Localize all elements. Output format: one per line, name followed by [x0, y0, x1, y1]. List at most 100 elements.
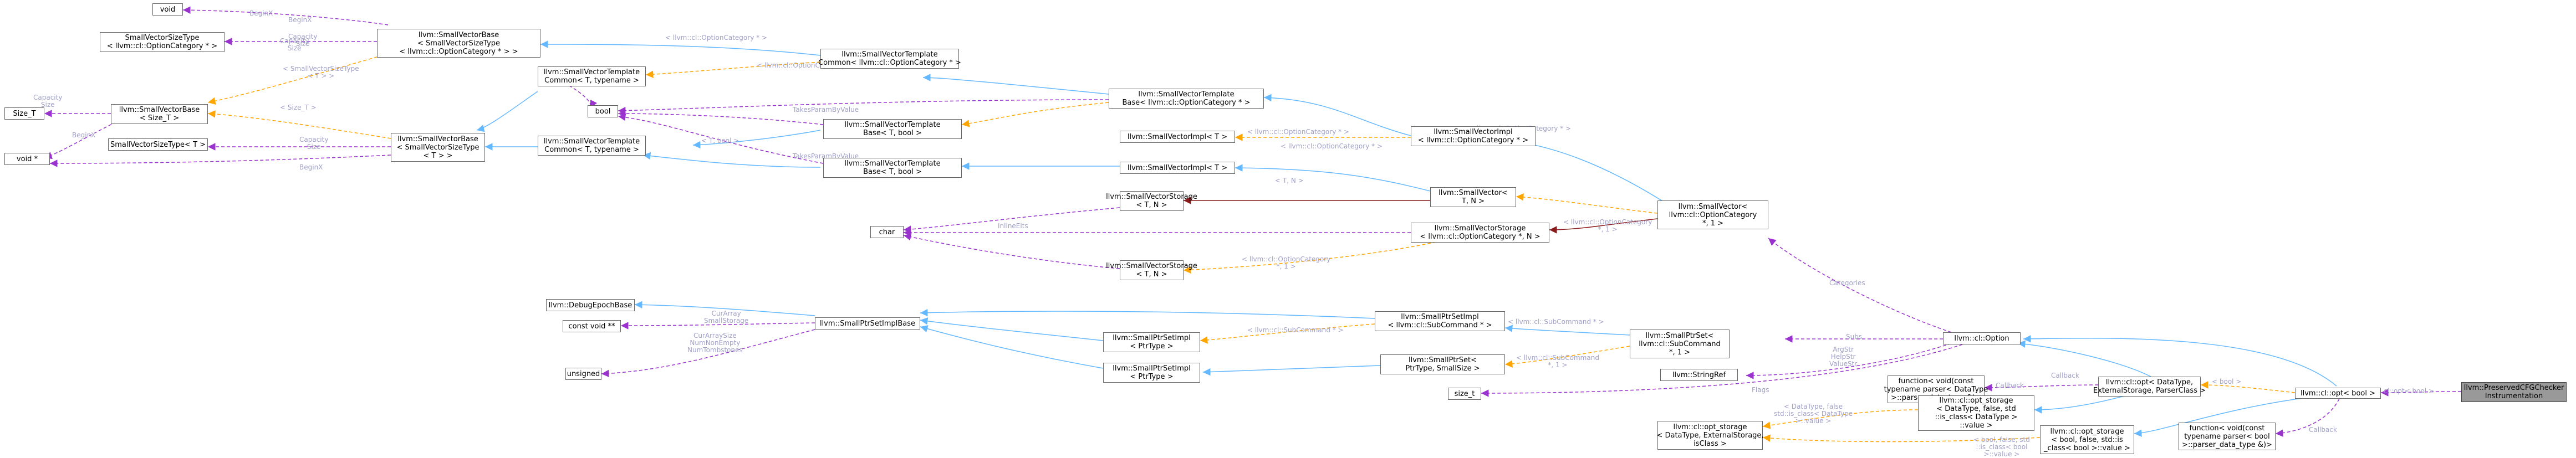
node-option[interactable]: llvm::cl::Option	[1943, 332, 2021, 344]
edge-svtb-optcat-bool	[618, 99, 1109, 115]
node-svbase-svst-optcat[interactable]: llvm::SmallVectorBase< SmallVectorSizeTy…	[377, 29, 540, 58]
edge-label-svcat-svsvtc: < llvm::cl::OptionCategory * >	[1281, 142, 1383, 150]
node-smallptrset-subcmd[interactable]: llvm::SmallPtrSet<llvm::cl::SubCommand *…	[1630, 330, 1730, 358]
edge-label-option-subs: Subs	[1846, 333, 1863, 341]
node-void[interactable]: void	[152, 3, 183, 16]
node-svsizetype-t[interactable]: SmallVectorSizeType< T >	[108, 138, 208, 151]
node-smallptrsetimpl-ptr-b[interactable]: llvm::SmallPtrSetImpl< PtrType >	[1103, 363, 1200, 383]
edge-svb-sizet-voidp	[44, 121, 117, 159]
edge-svcat-svstorage	[1549, 218, 1658, 234]
node-optstorage-dt-std[interactable]: llvm::cl::opt_storage< DataType, false, …	[1918, 395, 2034, 431]
edge-svtb-optcat-tbool	[961, 102, 1109, 127]
node-smallptrsetimpl-subcmd[interactable]: llvm::SmallPtrSetImpl< llvm::cl::SubComm…	[1375, 311, 1505, 331]
edge-label-sps-spsimpl: < llvm::cl::SubCommand * >	[1508, 318, 1604, 326]
edge-optgeneric-storagedt	[2034, 393, 2135, 414]
edge-label-svtc-svb: < llvm::cl::OptionCategory * >	[665, 34, 767, 42]
node-smallvector-optcat-1[interactable]: llvm::SmallVector<llvm::cl::OptionCatego…	[1657, 200, 1768, 229]
node-smallptrset-ptr-size[interactable]: llvm::SmallPtrSet< PtrType, SmallSize >	[1380, 354, 1505, 374]
edge-label-svimpl-svtb: < llvm::cl::OptionCategory * >	[1247, 128, 1349, 136]
node-optstorage-bool[interactable]: llvm::cl::opt_storage< bool, false, std:…	[2040, 425, 2134, 454]
node-bool[interactable]: bool	[588, 105, 618, 117]
node-smallptrsetimpl-ptr-a[interactable]: llvm::SmallPtrSetImpl< PtrType >	[1103, 332, 1200, 352]
edge-svtc-optcat-tt	[645, 61, 821, 78]
edge-sps-ptrsize	[1504, 346, 1630, 368]
edge-svstorage-char-c	[903, 233, 1120, 269]
node-smallvectorstorage-optcat[interactable]: llvm::SmallVectorStorage< llvm::cl::Opti…	[1411, 223, 1549, 243]
edge-option-svcat	[1768, 238, 1952, 333]
edge-optbool-funcbool	[2275, 398, 2340, 437]
edge-label-optgeneric-funcdt: Callback	[1996, 382, 2024, 389]
node-svsizetype-optcat[interactable]: SmallVectorSizeType< llvm::cl::OptionCat…	[100, 32, 225, 52]
node-smallptrsetimplbase[interactable]: llvm::SmallPtrSetImplBase	[815, 317, 920, 330]
edge-svtb-optcat-svtc	[922, 74, 1109, 95]
edge-label-svb-size-t-void: BeginX	[72, 131, 96, 139]
node-stringref[interactable]: llvm::StringRef	[1660, 369, 1738, 381]
edge-svstorage-opt-tn	[1183, 238, 1453, 274]
edge-svtb-tbool-svtc	[692, 130, 821, 149]
node-opt-generic[interactable]: llvm::cl::opt< DataType,ExternalStorage,…	[2093, 377, 2206, 397]
edge-svb-opt-sizet	[207, 55, 383, 105]
edge-option-stringref	[1746, 343, 1952, 379]
edge-label-char-inline: InlineElts	[998, 222, 1028, 230]
edge-svstorage-char-a	[903, 207, 1120, 233]
edge-sps-spsimpl	[1504, 325, 1630, 336]
edge-svcat-svimpl	[1499, 136, 1669, 205]
edge-svtc-t-svb	[476, 91, 538, 132]
edge-storagedt-template	[1762, 409, 1919, 429]
node-smallvectorimpl-optcat[interactable]: llvm::SmallVectorImpl< llvm::cl::OptionC…	[1411, 126, 1536, 146]
edge-option-sizet	[1481, 344, 1963, 397]
edge-label-option-svcat: Categories	[1829, 279, 1865, 287]
edge-svtb-t-svtc	[642, 152, 821, 168]
edge-label-optgeneric-option: Callback	[2051, 372, 2079, 379]
edge-svimpl-svtb	[1263, 94, 1411, 136]
edge-sv-tn-svimplt	[1235, 164, 1431, 192]
node-opt-bool[interactable]: llvm::cl::opt< bool >	[2295, 388, 2381, 399]
edge-optgeneric-funcdt	[1984, 384, 2099, 392]
edge-svb-opt-void	[182, 6, 389, 25]
edge-spsb-unsigned	[601, 329, 815, 378]
node-smallvectorstorage-tn-a[interactable]: llvm::SmallVectorStorage< T, N >	[1106, 191, 1197, 211]
node-size-t[interactable]: size_t	[1448, 388, 1481, 400]
edge-label-svstorage-opt-tn: < llvm::cl::OptionCategory *, 1 >	[1242, 255, 1331, 270]
node-size-t-template[interactable]: Size_T	[4, 107, 44, 120]
node-void-ptr[interactable]: void *	[4, 153, 50, 165]
node-svbase-size-t[interactable]: llvm::SmallVectorBase< Size_T >	[111, 104, 208, 124]
edge-label-option-size: Flags	[1752, 386, 1769, 394]
edge-label-svtb-bool-tbool: < T, bool >	[701, 137, 739, 145]
edge-optbool-storagebool	[2134, 397, 2307, 437]
node-debugepochbase[interactable]: llvm::DebugEpochBase	[546, 299, 635, 311]
edge-optgeneric-option	[2017, 340, 2151, 377]
node-char[interactable]: char	[870, 226, 904, 238]
node-smallvector-tn[interactable]: llvm::SmallVector< T, N >	[1430, 187, 1516, 207]
node-unsigned[interactable]: unsigned	[565, 368, 601, 380]
node-smallvectorimpl-t[interactable]: llvm::SmallVectorImpl< T >	[1120, 131, 1235, 143]
edge-storagebool-template	[1762, 434, 2041, 442]
edge-label-sv-tn-svtc: < T, N >	[1275, 177, 1304, 184]
node-optstorage-dt[interactable]: llvm::cl::opt_storage< DataType, Externa…	[1656, 421, 1764, 450]
edge-svtb-t-bool	[618, 113, 824, 164]
edge-label-optbool-optgeneric: < bool >	[2212, 378, 2242, 385]
edge-label-svb-svst-tt: < SmallVectorSizeType< T > >	[283, 65, 359, 80]
edge-label-optbool-funcbool: Callback	[2309, 426, 2337, 434]
node-smallvectorstorage-tn-b[interactable]: llvm::SmallVectorStorage< T, N >	[1106, 260, 1197, 280]
node-const-void-pp[interactable]: const void **	[563, 320, 621, 332]
node-svbase-svst-t[interactable]: llvm::SmallVectorBase< SmallVectorSizeTy…	[391, 133, 485, 162]
edge-label-svb-void: BeginX	[288, 16, 312, 24]
edge-svb-t-sizet	[207, 110, 391, 139]
node-smallvectorimpl-t-b[interactable]: llvm::SmallVectorImpl< T >	[1120, 162, 1235, 174]
